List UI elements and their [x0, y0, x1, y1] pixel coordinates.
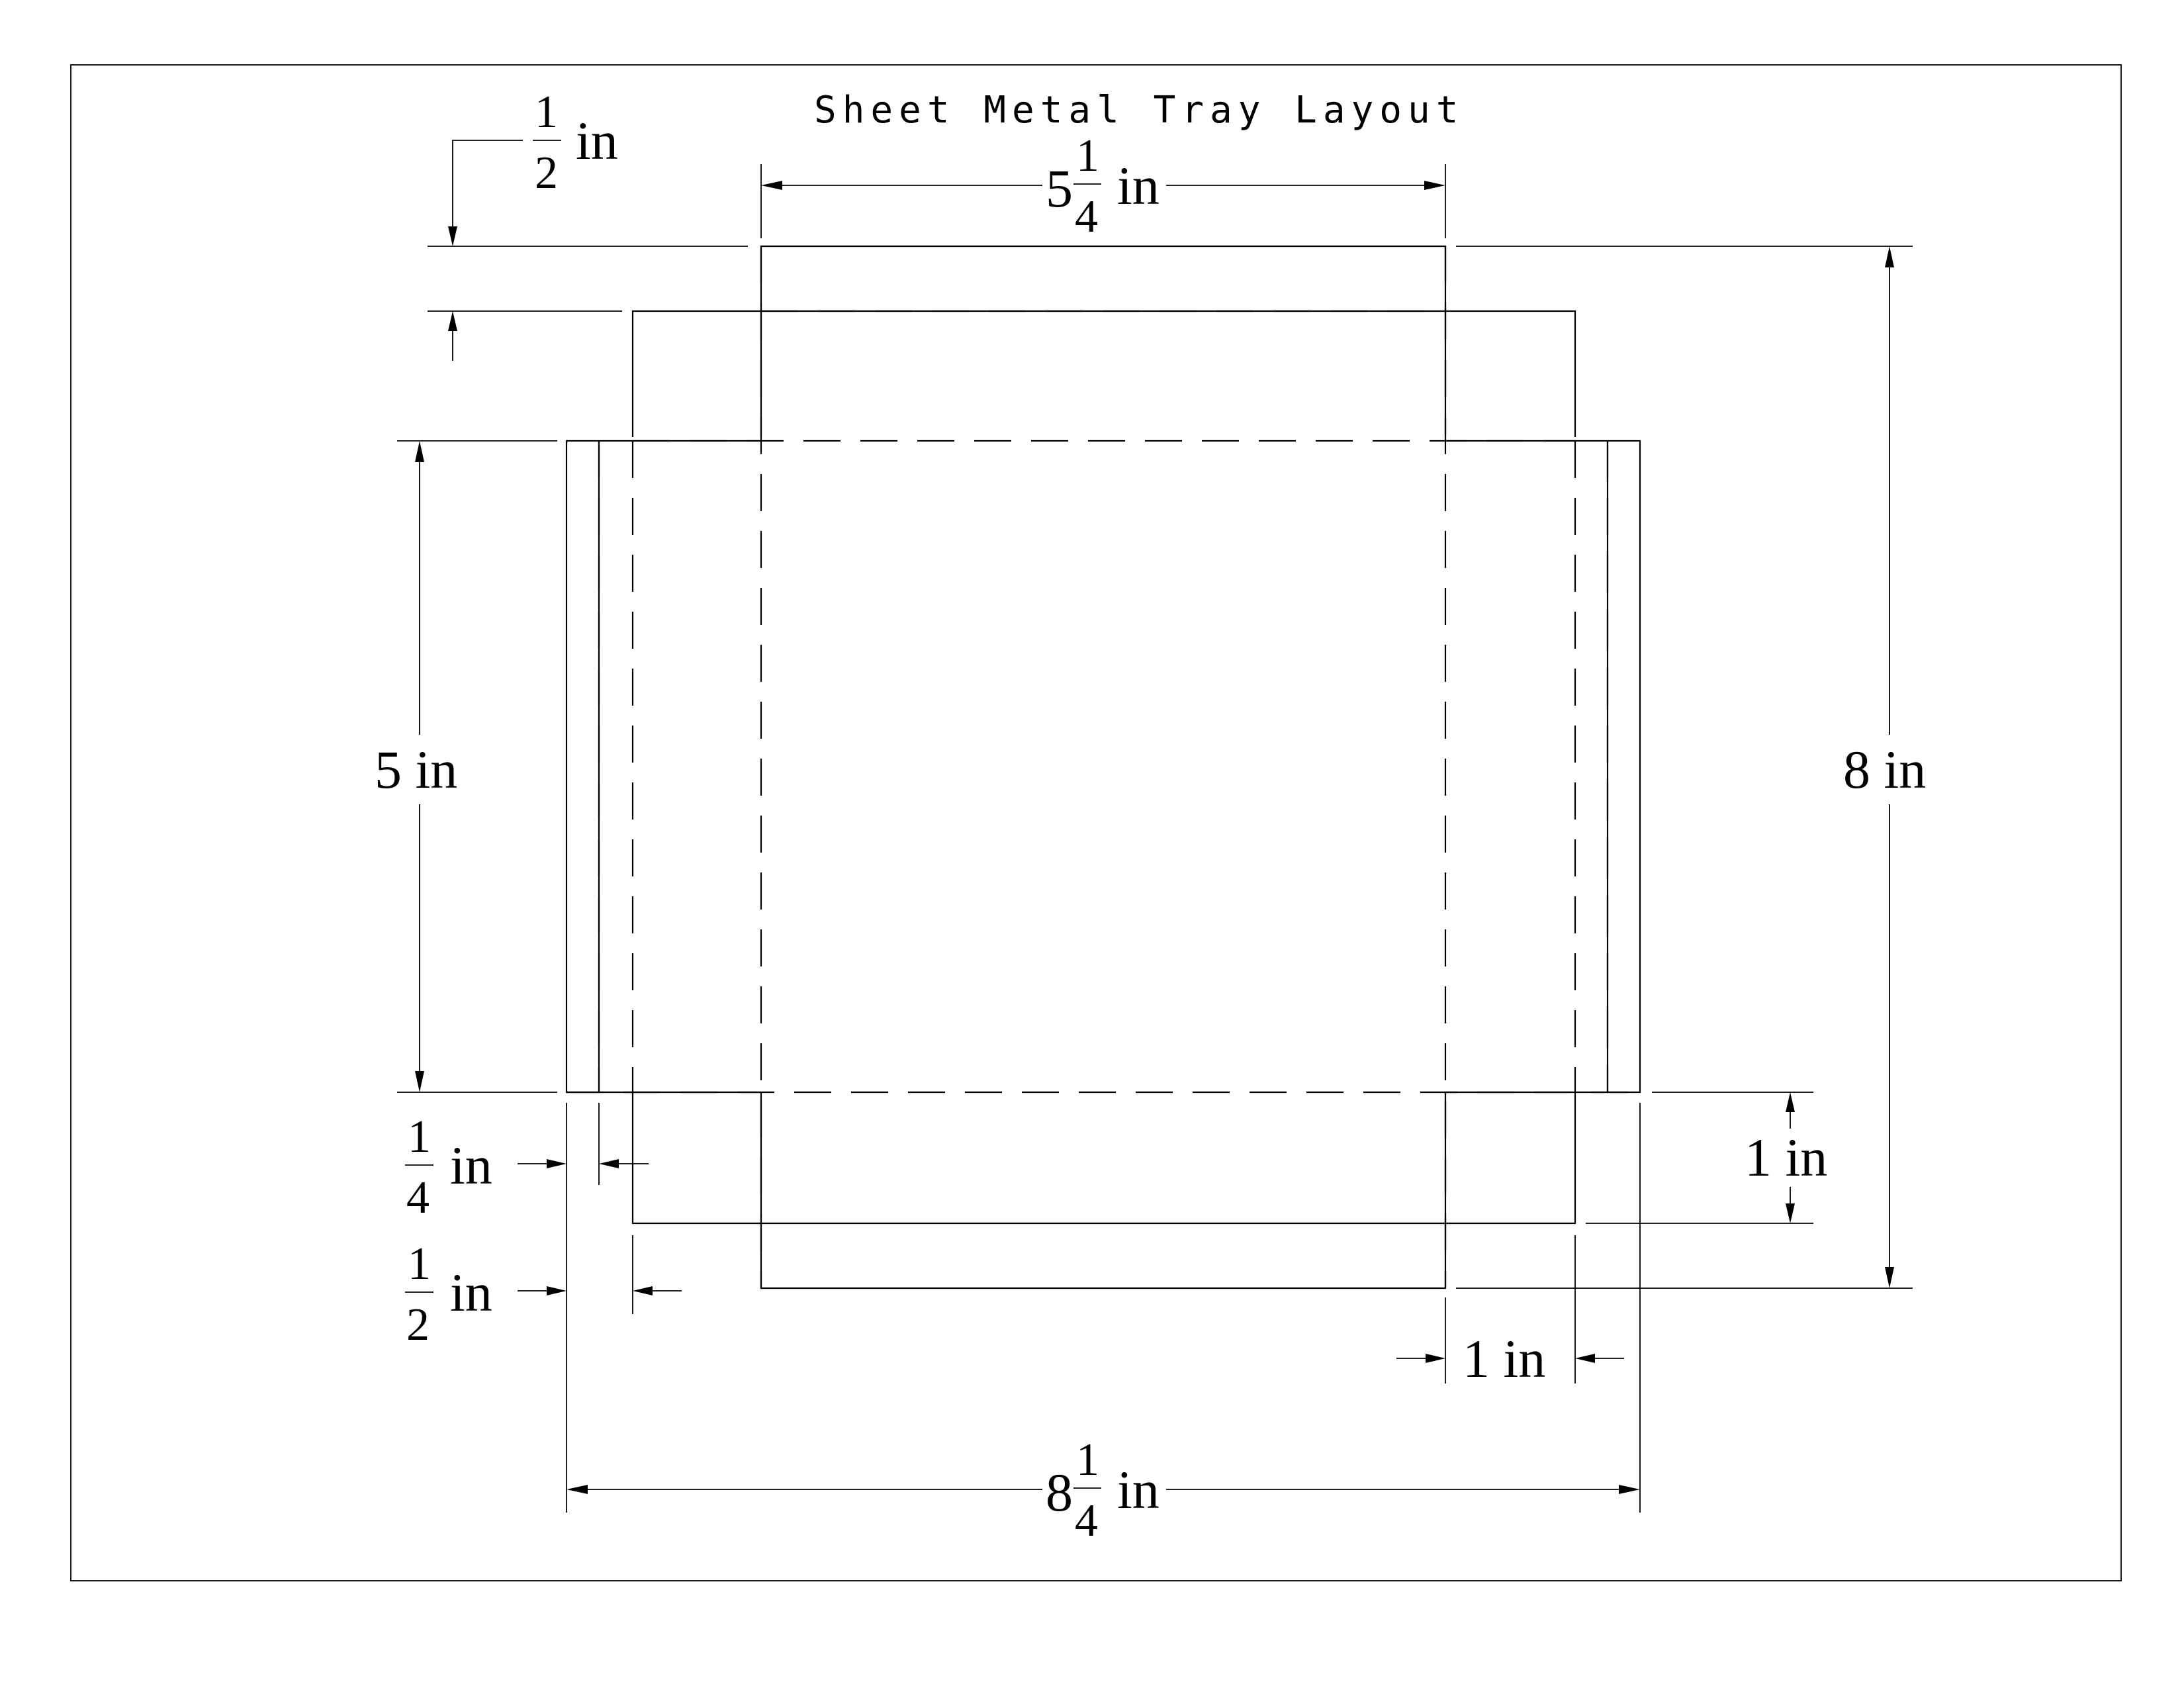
dim-base-height-label: 5 in [375, 739, 457, 800]
dim-total-width: 8 1 4 in [567, 1434, 1640, 1546]
extension-lines [397, 164, 1913, 1513]
dim-tab-quarter-unit: in [450, 1135, 492, 1196]
dim-tab-half-den: 2 [406, 1299, 430, 1350]
dim-inner-width-den: 4 [1075, 191, 1098, 242]
dim-top-flange-unit: in [576, 111, 618, 171]
dim-top-flange-num: 1 [535, 87, 558, 138]
dim-bottom-flange-label: 1 in [1745, 1127, 1827, 1188]
dim-inner-width-whole: 5 [1046, 158, 1073, 218]
dim-inner-width-unit: in [1117, 156, 1160, 216]
dim-total-width-whole: 8 [1046, 1462, 1073, 1523]
dim-bottom-flange: 1 in [1745, 1092, 1827, 1223]
dim-total-width-unit: in [1117, 1460, 1160, 1520]
dim-top-flange-den: 2 [535, 148, 558, 199]
dim-tab-quarter-den: 4 [406, 1172, 430, 1223]
dim-tab-half: 1 2 in [405, 1239, 682, 1350]
tray-outline [565, 245, 1641, 1289]
dim-total-height-label: 8 in [1843, 739, 1926, 800]
dim-tab-quarter: 1 4 in [405, 1111, 649, 1223]
dim-side-flange: 1 in [1396, 1329, 1624, 1389]
dim-top-flange: 1 2 in [448, 87, 618, 361]
dim-tab-half-unit: in [450, 1262, 492, 1323]
dim-total-width-den: 4 [1075, 1495, 1098, 1546]
dim-total-height: 8 in [1843, 246, 1926, 1288]
dim-tab-half-num: 1 [408, 1239, 431, 1289]
drawing-title: Sheet Metal Tray Layout [814, 89, 1464, 132]
dim-tab-quarter-num: 1 [408, 1111, 431, 1162]
dim-inner-width-num: 1 [1076, 130, 1099, 181]
drawing-border [70, 64, 2122, 1581]
dim-base-height: 5 in [375, 441, 457, 1092]
dim-total-width-num: 1 [1076, 1434, 1099, 1485]
dim-side-flange-label: 1 in [1463, 1329, 1545, 1389]
dim-inner-width: 5 1 4 in [761, 130, 1445, 242]
fold-lines [567, 246, 1640, 1288]
